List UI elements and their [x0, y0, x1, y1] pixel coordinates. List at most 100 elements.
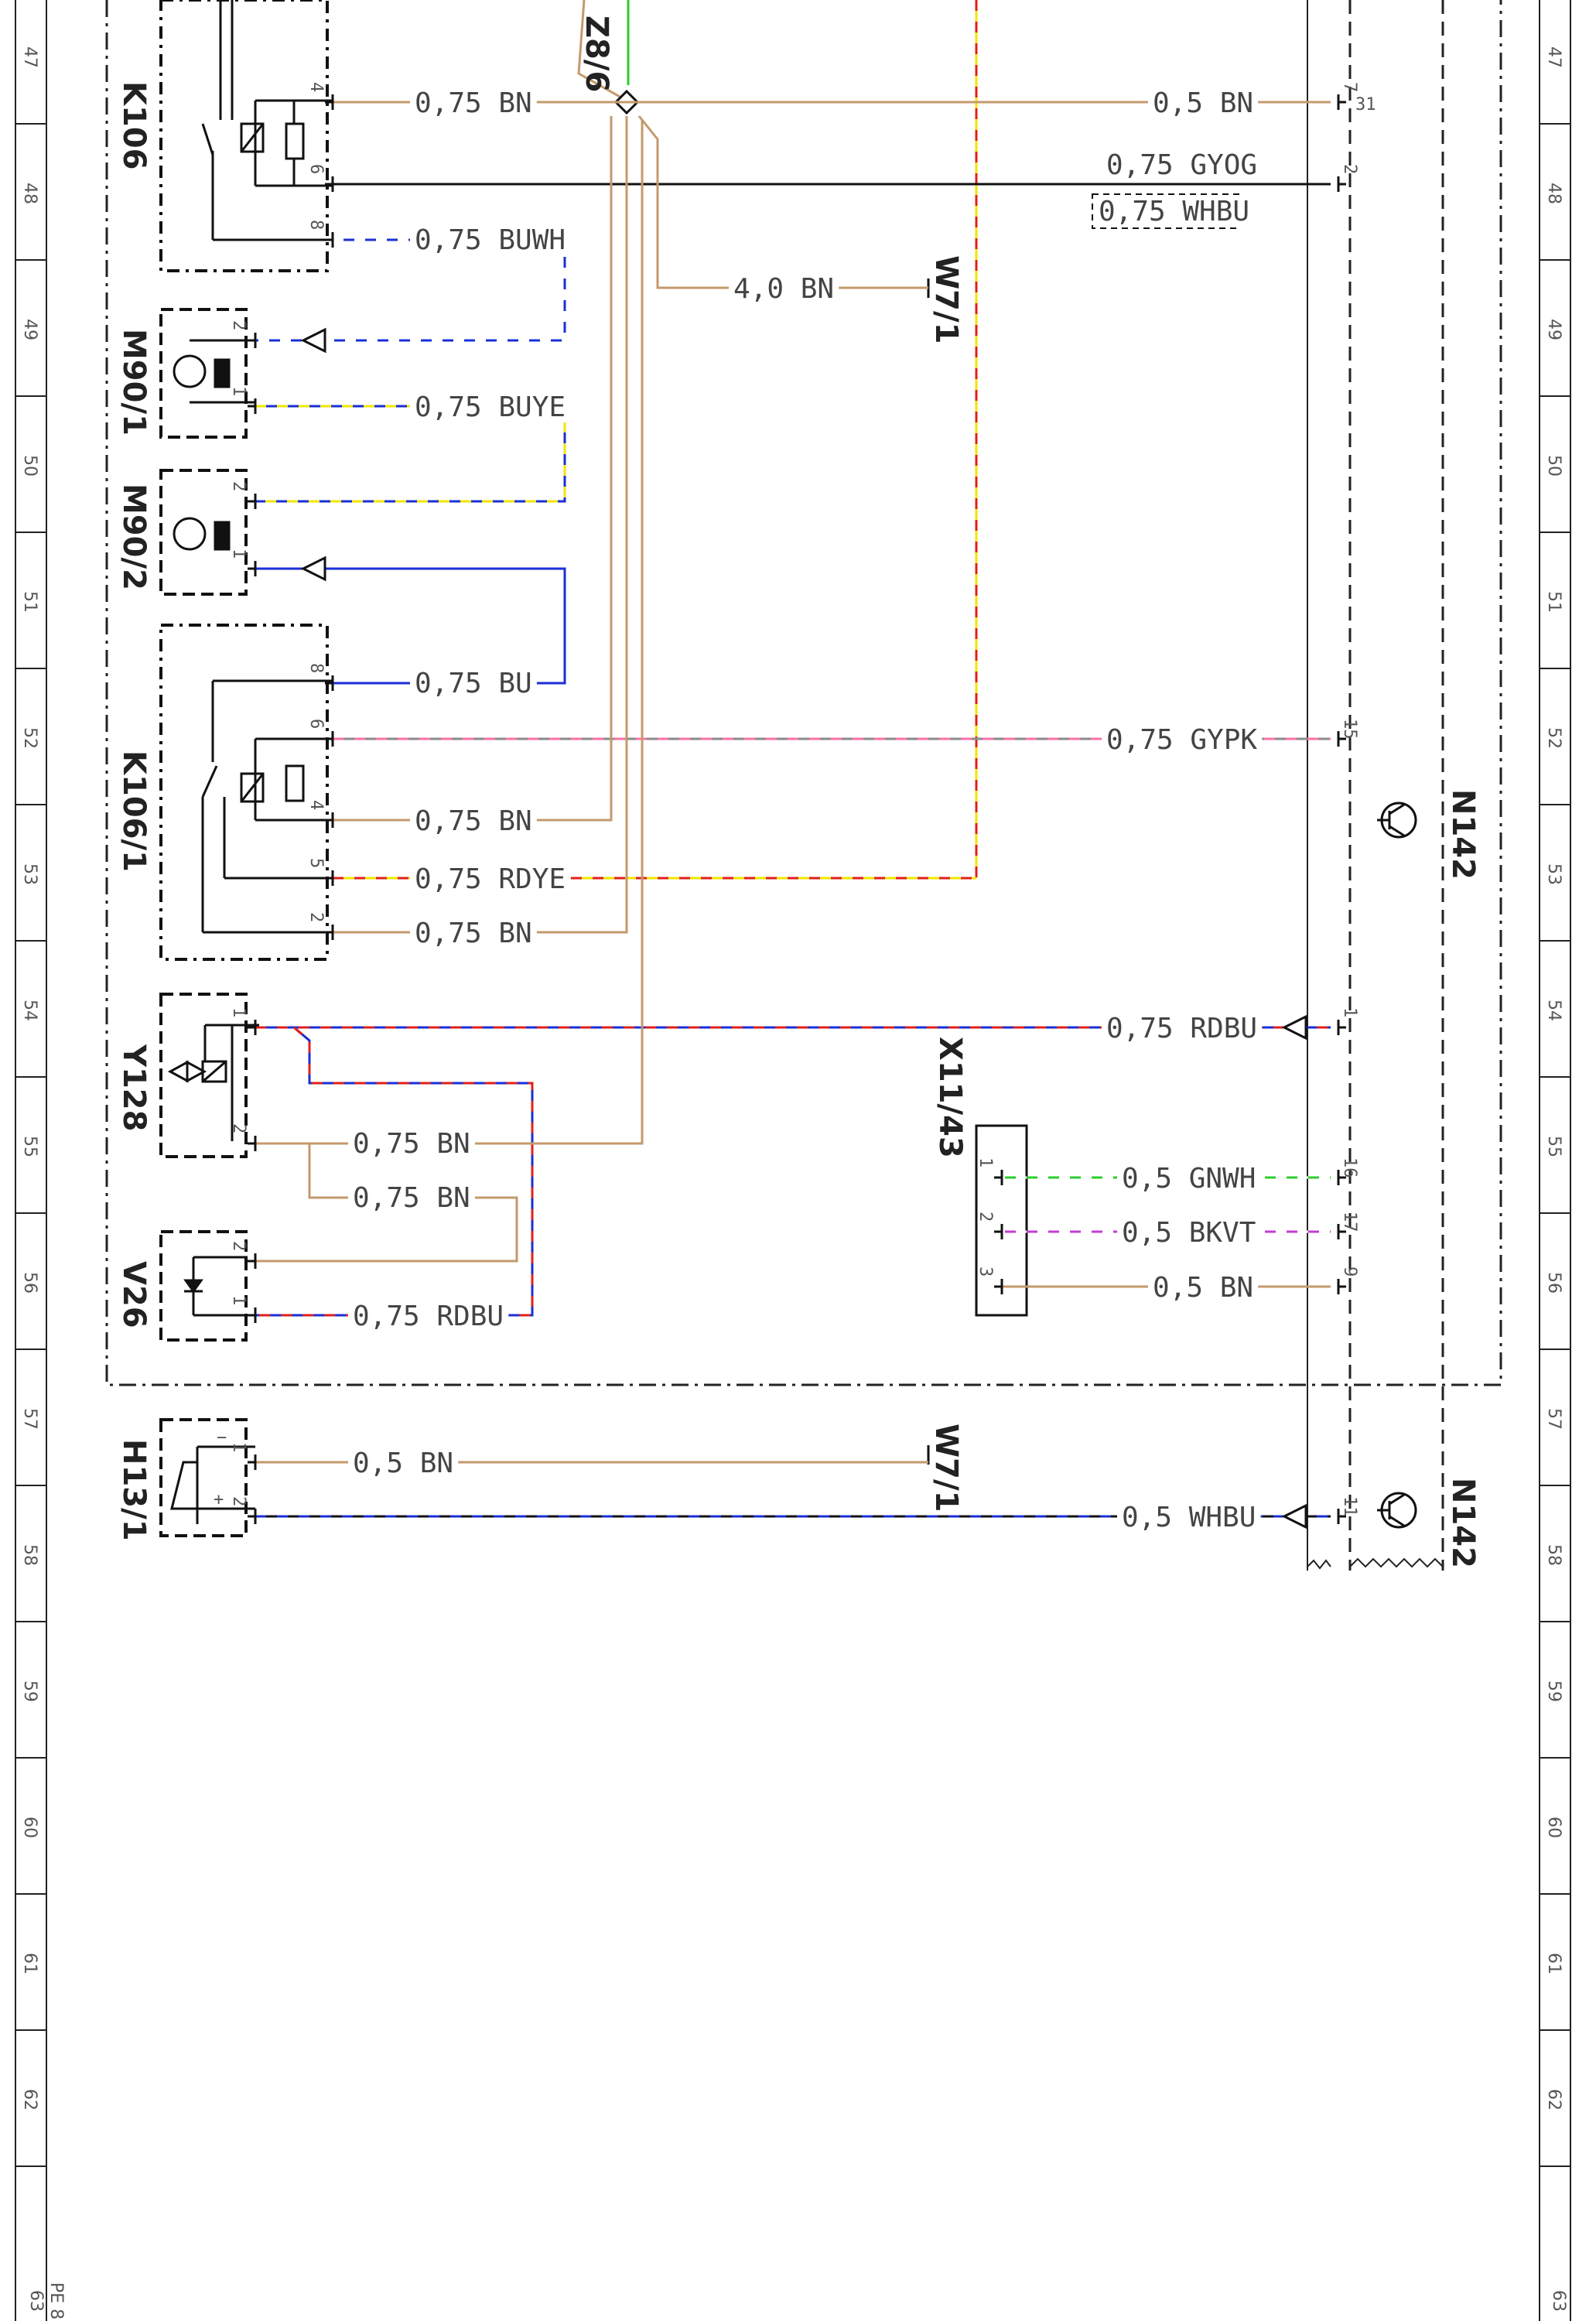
k106-1-pin [325, 812, 334, 828]
n142-pin-number: 1 [1340, 1007, 1359, 1017]
n142-label-bottom: N142 [1445, 1478, 1481, 1568]
label-x11-2-bg [1117, 1219, 1261, 1248]
label-k106-1-6: 0,75 GYPK [1106, 724, 1257, 756]
wire-y128-1-branch-stripe [255, 1026, 534, 1317]
m90-1-pin [248, 333, 257, 348]
grid-label: 47 [1544, 46, 1564, 68]
k106-label: K106 [116, 81, 152, 170]
label-h13-1: 0,5 BN [353, 1448, 453, 1479]
grid-label: 56 [1544, 1272, 1564, 1294]
m90-1-label: M90/1 [116, 329, 152, 436]
grid-label: 53 [1544, 863, 1564, 885]
right-grid-strip [1539, 0, 1571, 2321]
h13-1-box [159, 1418, 248, 1537]
k106-box [159, 0, 329, 272]
label-x11-1-bg [1117, 1164, 1261, 1194]
label-k106-1-5: 0,75 RDYE [415, 863, 566, 895]
label-k106-6-b-bg [1094, 197, 1255, 227]
k106-pin [325, 176, 334, 192]
v26-label: V26 [116, 1261, 152, 1328]
grid-label: 57 [20, 1408, 39, 1430]
label-k106-1-6-bg [1102, 726, 1263, 755]
label-k106-4: 0,75 BN [415, 87, 532, 119]
transistor-icon [1377, 1492, 1417, 1529]
m90-2-pin [248, 561, 257, 576]
k106-1-label: K106/1 [116, 750, 152, 872]
grid-label: 61 [1544, 1953, 1564, 1974]
k106-1-pin-number: 6 [306, 719, 326, 729]
n142-pin [1337, 1279, 1346, 1294]
x11-43-box [975, 1124, 1028, 1317]
label-x11-3: 0,5 BN [1153, 1272, 1253, 1304]
k106-pin [325, 232, 334, 248]
grid-label: 55 [1544, 1136, 1564, 1157]
label-h13-1-bg [348, 1449, 459, 1478]
n142-pin-number: 31 [1355, 95, 1376, 115]
h13-pin [248, 1509, 257, 1524]
label-k106-8: 0,75 BUWH [415, 224, 566, 256]
sheet-number-right: 63 [1549, 2290, 1568, 2312]
sheet-label: PE 8 [46, 2282, 66, 2319]
y128-pin-number: 2 [229, 1123, 248, 1133]
grid-label: 55 [20, 1136, 39, 1157]
arrow-icon [300, 555, 326, 582]
grid-label: 57 [1544, 1408, 1564, 1430]
n142-bus [1307, 0, 1444, 1571]
grid-label: 60 [1544, 1817, 1564, 1838]
label-m90-1-1: 0,75 BUYE [415, 391, 566, 423]
v26-pin [248, 1307, 257, 1323]
y128-box [159, 993, 248, 1158]
sheet-number-left: 63 [26, 2290, 46, 2312]
w7-1-label-top: W7/1 [928, 255, 964, 344]
y128-pin [248, 1020, 257, 1035]
grid-label: 54 [1544, 1000, 1564, 1021]
y128-label: Y128 [116, 1044, 152, 1131]
grid-ticks [15, 123, 1570, 2167]
x11-43-label: X11/43 [932, 1037, 968, 1158]
motor-icon [173, 517, 231, 551]
m90-2-pin-number: 2 [229, 481, 248, 491]
n142-pin [1337, 1224, 1346, 1239]
grid-label: 50 [20, 455, 39, 477]
h13-minus: − [217, 1428, 227, 1448]
m90-2-label: M90/2 [116, 484, 152, 590]
buzzer-icon [170, 1445, 255, 1524]
label-x11-2: 0,5 BKVT [1122, 1217, 1256, 1249]
k106-1-pin-number: 8 [306, 663, 326, 673]
label-y128-1: 0,75 RDBU [1106, 1013, 1257, 1044]
diode-icon [183, 1256, 248, 1317]
grid-label: 56 [20, 1272, 39, 1294]
h13-plus: + [214, 1490, 224, 1509]
arrow-icon [1281, 1014, 1307, 1041]
label-n142-7: 0,5 BN [1153, 87, 1253, 119]
k106-1-pin-number: 5 [306, 858, 326, 868]
x11-pin [994, 1279, 1003, 1294]
label-v26-1-bg [348, 1302, 509, 1331]
relay-icon [201, 0, 333, 241]
n142-pin [1337, 1170, 1346, 1185]
grid-label: 59 [1544, 1680, 1564, 1702]
label-k106-1-8: 0,75 BU [415, 668, 532, 699]
grid-label: 58 [20, 1544, 39, 1566]
k106-1-pin-number: 4 [306, 800, 326, 810]
label-n142-7-bg [1148, 89, 1259, 118]
label-x11-3-bg [1148, 1273, 1259, 1303]
k106-1-pin [325, 870, 334, 886]
n142-pin [1337, 94, 1346, 110]
x11-pin-number: 1 [976, 1157, 995, 1167]
v26-pin [248, 1253, 257, 1269]
k106-1-pin [325, 675, 334, 691]
n142-pin-number: 11 [1340, 1496, 1359, 1517]
h13-pin [248, 1454, 257, 1470]
wire-y128-1-branch [255, 1026, 534, 1317]
grid-label: 52 [20, 727, 39, 749]
k106-pin-number: 6 [306, 164, 326, 174]
grid-label: 48 [1544, 183, 1564, 204]
grid-label: 51 [1544, 591, 1564, 613]
wire-k106-1-4 [333, 116, 613, 822]
z8-label: Z8/6 [579, 15, 614, 92]
